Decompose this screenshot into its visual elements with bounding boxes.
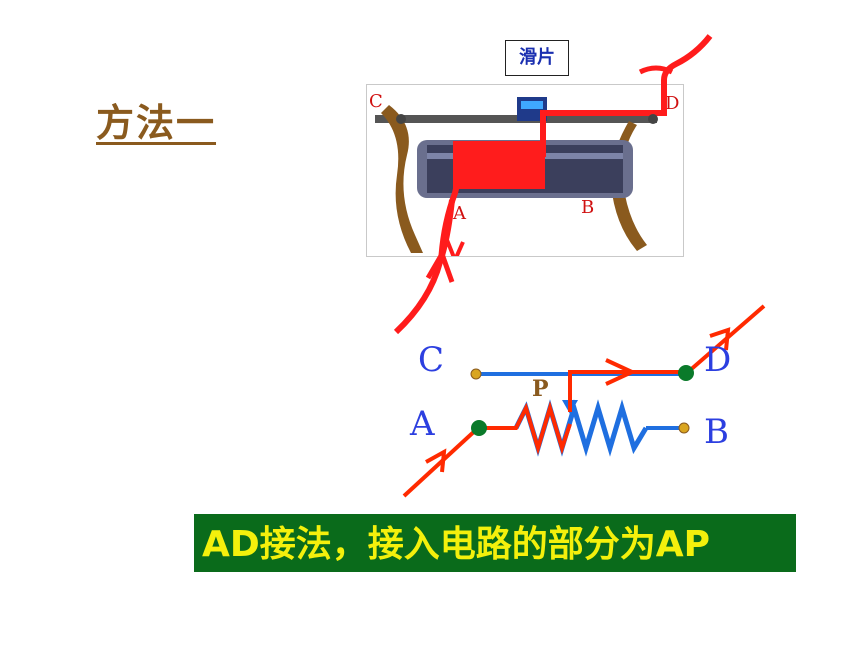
- terminal-a-dot: [471, 420, 487, 436]
- slider-top: [521, 101, 543, 109]
- caption-background: [194, 514, 796, 572]
- terminal-c: [396, 114, 406, 124]
- external-arrow-in-icon: [425, 248, 455, 283]
- current-through-slider: [540, 110, 667, 157]
- terminal-c-dot: [470, 368, 482, 380]
- schematic-label-a: A: [410, 404, 435, 444]
- schematic-label-p: P: [532, 376, 549, 402]
- page-title: 方法一: [96, 101, 217, 145]
- caption-text: AD接法，接入电路的部分为AP: [202, 524, 710, 565]
- current-out-arrow-icon: [709, 327, 731, 351]
- external-arrow-out-icon: [638, 65, 674, 75]
- active-resistor-path: [480, 401, 572, 455]
- external-wire-out: [661, 34, 713, 114]
- rheostat-photo: C D A B: [366, 84, 684, 257]
- current-slider-path: [568, 370, 688, 412]
- photo-label-b: B: [581, 197, 595, 218]
- schematic-label-b: B: [704, 412, 729, 452]
- photo-label-c: C: [369, 91, 383, 112]
- terminal-b-dot: [678, 422, 690, 434]
- arrow-in-icon: [445, 239, 465, 256]
- active-coil-segment: [453, 141, 545, 189]
- terminal-d: [648, 114, 658, 124]
- current-in-arrow-icon: [425, 448, 447, 473]
- left-bracket: [381, 105, 423, 253]
- current-right-arrow-icon: [605, 358, 637, 386]
- photo-label-d: D: [665, 93, 680, 114]
- schematic-label-d: D: [704, 340, 732, 380]
- rheostat-drawing: [375, 97, 667, 256]
- schematic-label-c: C: [418, 340, 445, 380]
- photo-label-a: A: [453, 203, 466, 224]
- terminal-d-dot: [678, 365, 694, 381]
- metal-rod: [375, 115, 657, 123]
- slider-label: 滑片: [505, 40, 569, 76]
